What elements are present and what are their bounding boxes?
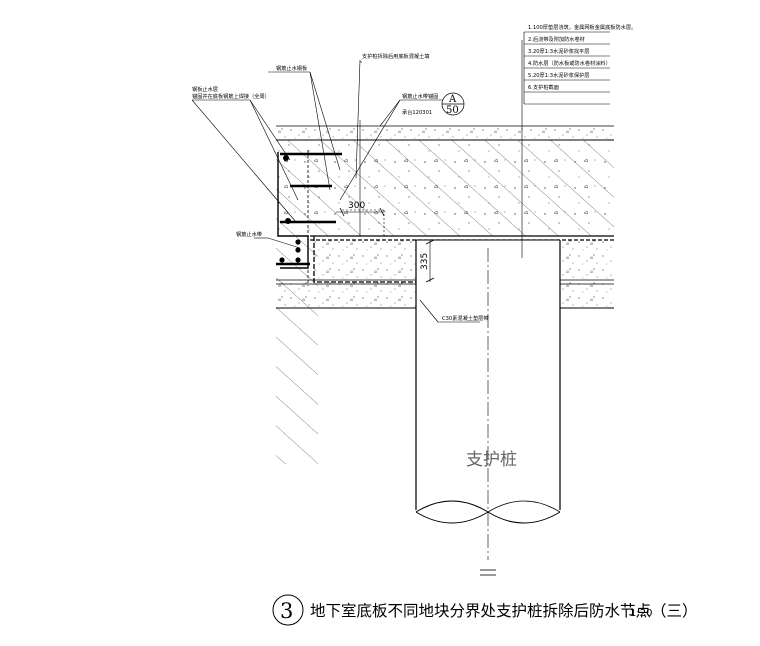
callout-text: 钢筋止水钢板 <box>276 64 308 72</box>
rebar-dot <box>283 155 289 161</box>
layer-note: 1.100厚垫层浇筑，金属网板金属底板防水层。 <box>528 23 636 31</box>
pile-label: 支护桩 <box>466 450 517 470</box>
callout-text: 钢筋止水带 <box>236 230 262 238</box>
layer-note: 2.后浇带及附加防水卷材 <box>528 35 585 43</box>
detail-ref-sheet: 50 <box>446 105 459 116</box>
callout-text: C30素混凝土垫层带 <box>442 314 489 322</box>
rebar-group <box>276 152 342 269</box>
rebar-dot <box>295 247 301 253</box>
base-slab <box>276 140 614 464</box>
callout-text: 钢板止水层 <box>192 85 218 93</box>
detail-number: 3 <box>280 599 293 623</box>
dimension-335-text: 335 <box>420 253 430 270</box>
layer-note: 5.20厚1:3水泥砂浆保护层 <box>528 71 589 79</box>
waterproof-membrane <box>307 150 416 286</box>
dimension-335: 335 <box>420 239 435 283</box>
rebar-dot <box>285 218 291 224</box>
detail-reference-bubble: A 50 <box>441 92 465 116</box>
rebar-dot <box>279 257 285 263</box>
callout-text: 钢筋止水带锚固 <box>402 92 438 100</box>
layer-notes: 1.100厚垫层浇筑，金属网板金属底板防水层。 2.后浇带及附加防水卷材 3.2… <box>523 23 636 105</box>
callout-leaders <box>191 59 480 323</box>
layer-note: 3.20厚1:3水泥砂浆找平层 <box>528 47 589 55</box>
drawing-scale: 1:20 <box>630 608 652 619</box>
layer-note: 4.防水层（防水板或防水卷材涂料） <box>528 59 611 67</box>
detail-ref-number: A <box>448 94 457 105</box>
dimension-300-text: 300 <box>348 201 365 211</box>
callout-text: 锚固并在底板钢筋上焊接（全周） <box>192 92 270 100</box>
drawing-title: 地下室底板不同地块分界处支护桩拆除后防水节点（三） <box>310 602 698 620</box>
rebar-dot <box>295 239 301 245</box>
top-screed-layer <box>276 125 614 141</box>
callout-text: 承台120301 <box>402 108 432 116</box>
dimension-300: 300 <box>336 201 385 217</box>
rebar-dot <box>295 257 301 263</box>
title-block: 3 地下室底板不同地块分界处支护桩拆除后防水节点（三） 1:20 <box>272 594 698 626</box>
callout-text: 支护桩拆除后用底板混凝土填 <box>362 52 429 60</box>
layer-note: 6.支护桩截面 <box>528 83 559 91</box>
support-pile <box>415 239 561 576</box>
